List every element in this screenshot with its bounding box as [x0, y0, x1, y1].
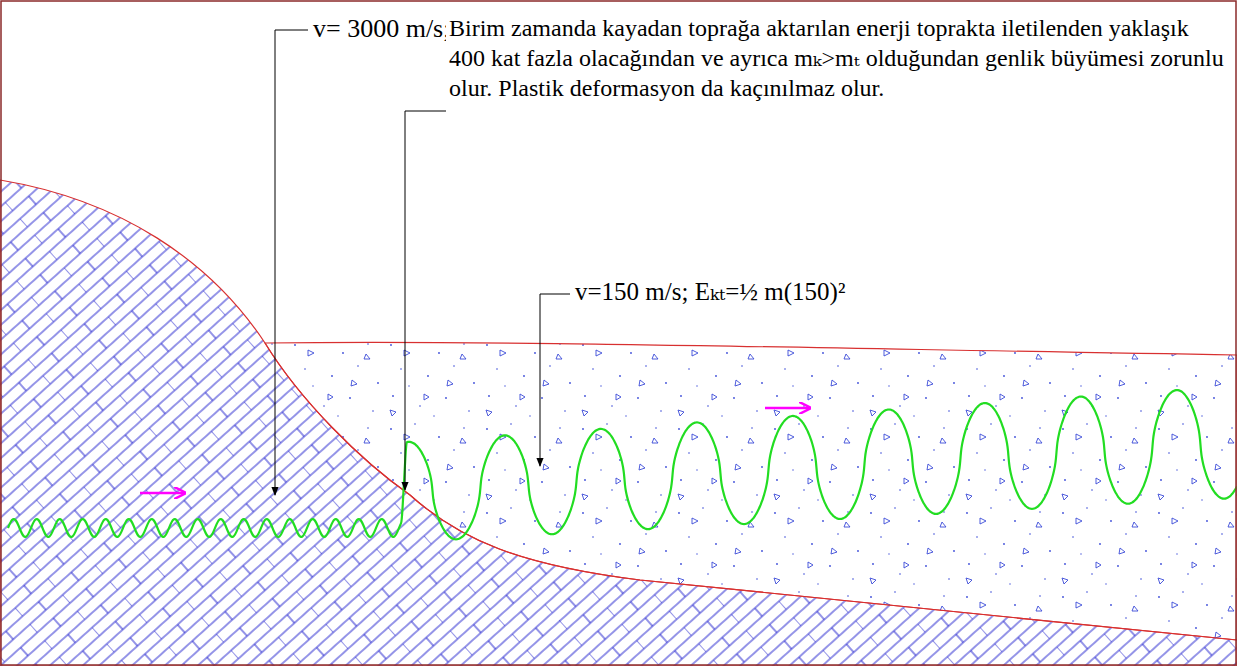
direction-arrow: [765, 407, 810, 410]
soil-layer: [265, 342, 1237, 640]
direction-arrow: [140, 492, 185, 495]
leader-line: [540, 294, 570, 466]
leader-line: [275, 30, 308, 495]
seismic-wave: [8, 390, 1237, 539]
rock-mass: [0, 180, 1237, 666]
leader-line: [405, 111, 446, 490]
note-text: Birim zamanda kayadan toprağa aktarılan …: [446, 13, 1227, 103]
formula-label: v=150 m/s; Eₖₜ=½ m(150)²: [572, 276, 848, 307]
